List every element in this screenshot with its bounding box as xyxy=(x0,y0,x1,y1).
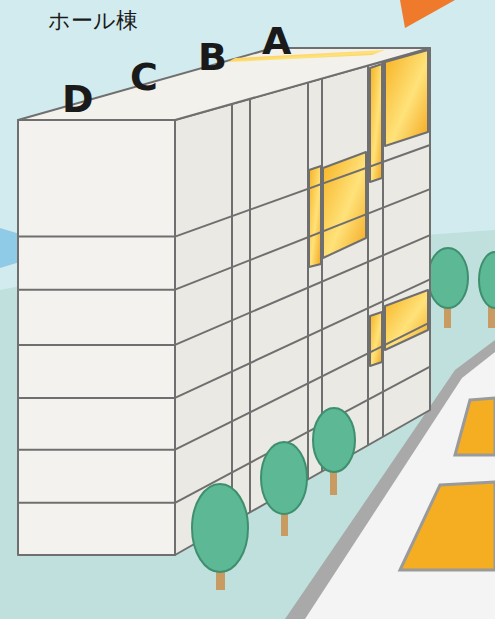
floor-line xyxy=(175,279,430,398)
floor-line xyxy=(18,449,175,451)
block-letter: C xyxy=(130,58,158,96)
floor-line xyxy=(367,66,369,446)
pointer-arrow xyxy=(400,0,455,28)
floor-line xyxy=(18,502,175,504)
building xyxy=(18,48,430,555)
floor-line xyxy=(18,236,175,238)
block-letter: B xyxy=(198,38,227,76)
floor-line xyxy=(175,189,430,289)
floor-line xyxy=(382,61,384,436)
tree xyxy=(192,408,355,590)
floor-line xyxy=(18,344,175,346)
building-title: ホール棟 xyxy=(48,10,138,32)
tree xyxy=(428,248,495,328)
floor-line xyxy=(175,235,430,345)
block-letter: A xyxy=(262,22,291,60)
floor-line xyxy=(18,289,175,291)
floor-line xyxy=(231,104,233,523)
block-letter: D xyxy=(62,80,94,118)
floor-line xyxy=(307,82,309,479)
floor-line xyxy=(18,397,175,399)
floor-line xyxy=(175,145,430,237)
floor-line xyxy=(249,99,251,513)
